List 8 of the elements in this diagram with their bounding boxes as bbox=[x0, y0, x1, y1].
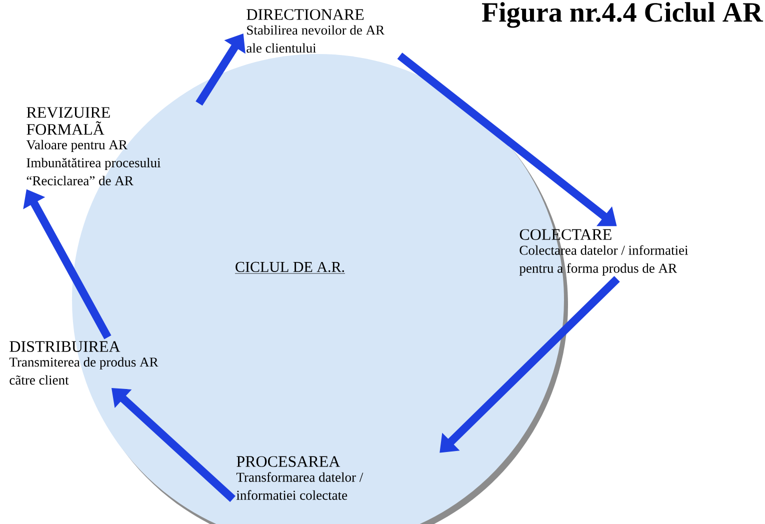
center-label: CICLUL DE A.R. bbox=[234, 262, 346, 274]
stage-text: REVIZUIRE FORMALÃ Valoare pentru AR Imbunătătirea procesului “Reciclarea” de AR bbox=[26, 107, 161, 186]
stage-text: DISTRIBUIREA Transmiterea de produs AR cãtre client bbox=[9, 341, 158, 385]
stage-text: COLECTARE Colectarea datelor / informatiei pentru a forma produs de AR bbox=[519, 229, 688, 276]
stage-text: PROCESAREA Transformarea datelor / informatiei colectate bbox=[236, 456, 364, 500]
stage-text: DIRECTIONARE Stabilirea nevoilor de AR ale clientului bbox=[246, 9, 385, 53]
figure-title: Figura nr.4.4 Ciclul AR bbox=[482, 2, 764, 28]
block-arrow bbox=[440, 276, 620, 453]
